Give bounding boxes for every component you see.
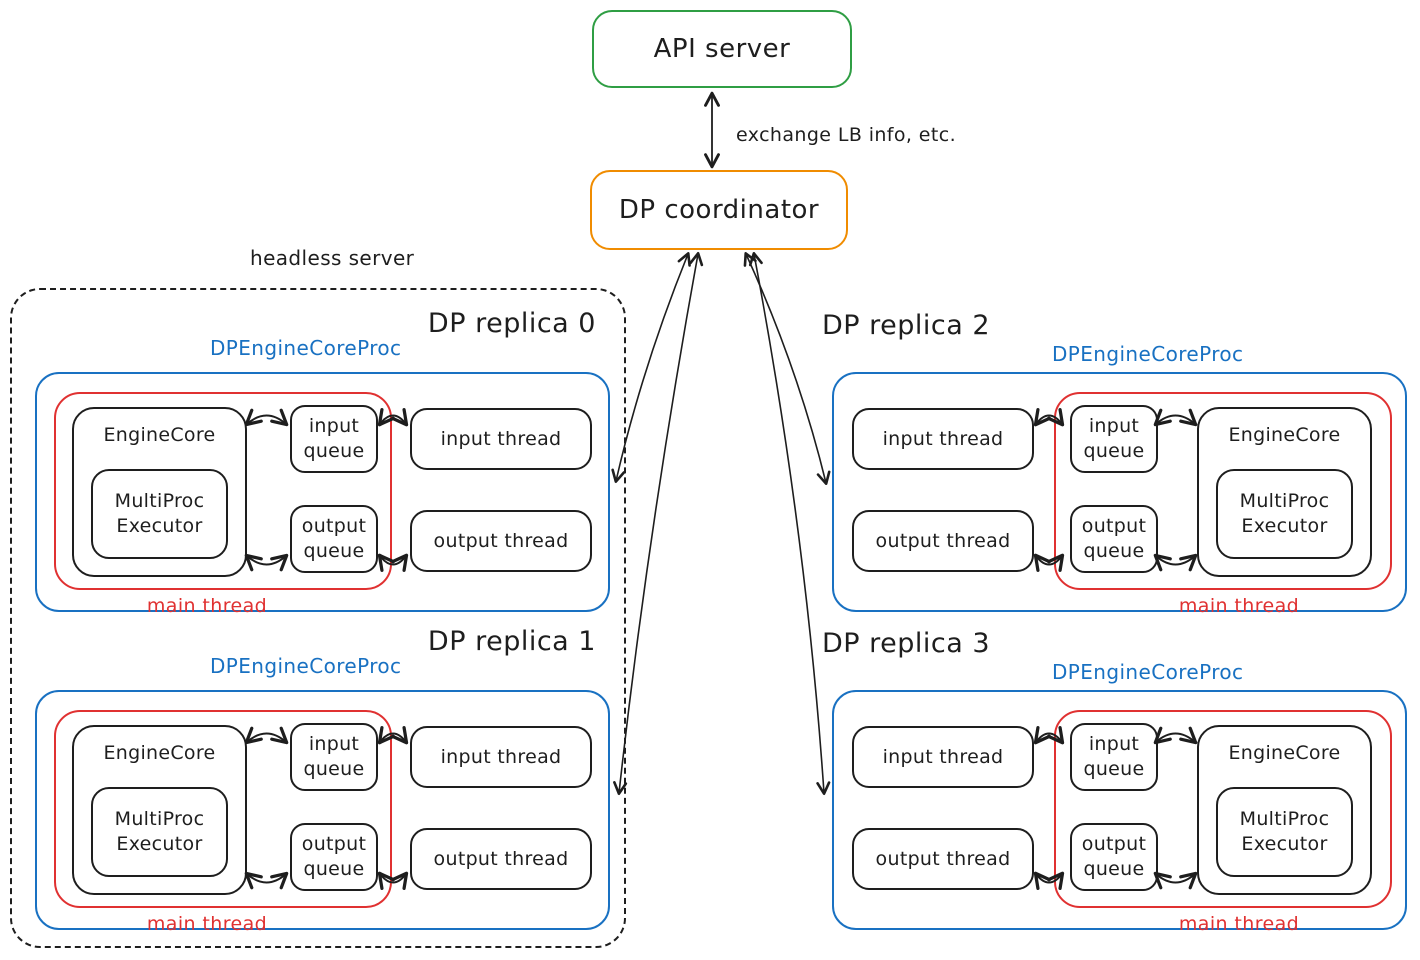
dpenginecoreproc-box: EngineCore MultiProc Executor input queu… xyxy=(832,690,1407,935)
multiproc-executor-box: MultiProc Executor xyxy=(91,787,228,877)
output-thread-box: output thread xyxy=(410,510,592,572)
api-server-label: API server xyxy=(653,34,791,64)
main-thread-label: main thread xyxy=(146,913,268,935)
dp-coordinator-label: DP coordinator xyxy=(618,195,820,225)
engine-core-box: EngineCore MultiProc Executor xyxy=(1197,725,1372,895)
engine-core-label: EngineCore xyxy=(103,424,216,446)
arrow-coordinator-replica-3 xyxy=(748,251,831,796)
input-queue-box: input queue xyxy=(290,723,378,791)
main-thread-label: main thread xyxy=(1178,913,1300,935)
input-queue-box: input queue xyxy=(1070,405,1158,473)
multiproc-executor-box: MultiProc Executor xyxy=(1216,787,1353,877)
arrow-coordinator-replica-2 xyxy=(743,252,831,485)
main-thread-boundary xyxy=(1054,392,1392,590)
replica-title: DP replica 2 xyxy=(822,310,991,341)
api-server-node: API server xyxy=(592,10,852,88)
output-thread-box: output thread xyxy=(852,510,1034,572)
main-thread-label: main thread xyxy=(146,595,268,617)
main-thread-label: main thread xyxy=(1178,595,1300,617)
multiproc-executor-box: MultiProc Executor xyxy=(1216,469,1353,559)
engine-core-box: EngineCore MultiProc Executor xyxy=(72,725,247,895)
input-thread-box: input thread xyxy=(852,408,1034,470)
output-queue-box: output queue xyxy=(290,505,378,573)
main-thread-boundary xyxy=(1054,710,1392,908)
dp-replica-1: DP replica 1 DPEngineCoreProc EngineCore… xyxy=(35,618,610,935)
dpenginecoreproc-label: DPEngineCoreProc xyxy=(1052,342,1244,366)
arrow-coordinator-replica-1 xyxy=(613,251,704,796)
headless-server-label: headless server xyxy=(250,246,415,270)
input-queue-box: input queue xyxy=(290,405,378,473)
dp-coordinator-node: DP coordinator xyxy=(590,170,848,250)
dpenginecoreproc-box: EngineCore MultiProc Executor input queu… xyxy=(832,372,1407,617)
arrow-coordinator-replica-0 xyxy=(611,252,691,483)
multiproc-executor-box: MultiProc Executor xyxy=(91,469,228,559)
output-queue-box: output queue xyxy=(1070,505,1158,573)
engine-core-box: EngineCore MultiProc Executor xyxy=(72,407,247,577)
dpenginecoreproc-label: DPEngineCoreProc xyxy=(210,336,402,360)
input-thread-box: input thread xyxy=(410,726,592,788)
dpenginecoreproc-label: DPEngineCoreProc xyxy=(1052,660,1244,684)
output-queue-box: output queue xyxy=(290,823,378,891)
engine-core-label: EngineCore xyxy=(103,742,216,764)
exchange-lb-info-label: exchange LB info, etc. xyxy=(736,124,957,146)
replica-title: DP replica 0 xyxy=(427,308,596,339)
engine-core-label: EngineCore xyxy=(1228,742,1341,764)
engine-core-label: EngineCore xyxy=(1228,424,1341,446)
dp-replica-2: DP replica 2 DPEngineCoreProc EngineCore… xyxy=(822,300,1407,617)
engine-core-box: EngineCore MultiProc Executor xyxy=(1197,407,1372,577)
output-thread-box: output thread xyxy=(410,828,592,890)
main-thread-boundary xyxy=(54,710,392,908)
output-queue-box: output queue xyxy=(1070,823,1158,891)
dp-replica-0: DP replica 0 DPEngineCoreProc EngineCore… xyxy=(35,300,610,617)
replica-title: DP replica 3 xyxy=(822,628,991,659)
main-thread-boundary xyxy=(54,392,392,590)
input-thread-box: input thread xyxy=(852,726,1034,788)
dp-replica-3: DP replica 3 DPEngineCoreProc EngineCore… xyxy=(822,618,1407,935)
output-thread-box: output thread xyxy=(852,828,1034,890)
dpenginecoreproc-label: DPEngineCoreProc xyxy=(210,654,402,678)
dpenginecoreproc-box: EngineCore MultiProc Executor input queu… xyxy=(35,372,610,617)
dpenginecoreproc-box: EngineCore MultiProc Executor input queu… xyxy=(35,690,610,935)
replica-title: DP replica 1 xyxy=(427,626,596,657)
input-thread-box: input thread xyxy=(410,408,592,470)
input-queue-box: input queue xyxy=(1070,723,1158,791)
